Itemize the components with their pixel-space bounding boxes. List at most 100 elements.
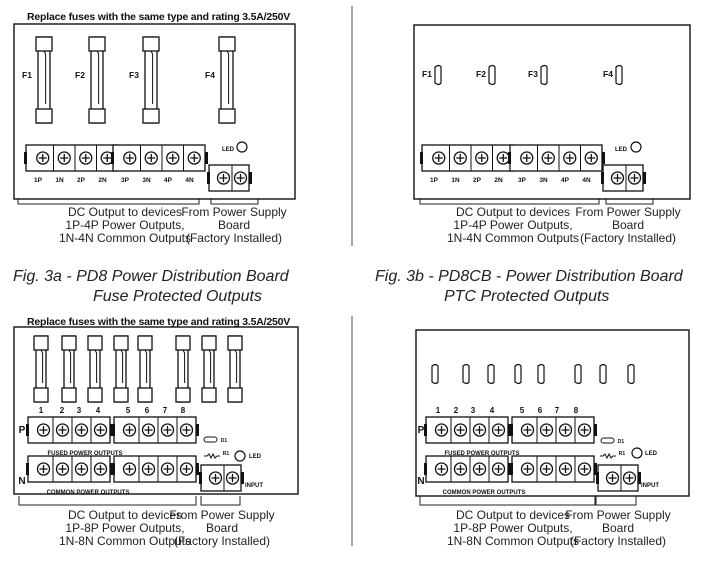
fuse-3: [87, 335, 103, 403]
fuse-6: [175, 335, 191, 403]
fuse-2: [88, 36, 106, 124]
block-ear-right: [110, 424, 113, 436]
ptc-3: [487, 363, 495, 385]
fuse-cap-top: [113, 335, 129, 351]
fuse-label: F1: [22, 70, 32, 80]
output-number: 1: [436, 406, 441, 415]
output-number: 7: [555, 406, 560, 415]
screw-slot: [437, 465, 446, 473]
output-number: 7: [163, 406, 168, 415]
fuse-filament: [94, 349, 98, 383]
led-indicator-d: [631, 447, 643, 459]
block-ear-left: [112, 424, 115, 436]
led-indicator-a: [236, 141, 248, 153]
fuse-3: [142, 36, 160, 124]
block-ear-left: [26, 463, 29, 475]
screw-slot: [542, 426, 551, 434]
ptc-3: [540, 64, 548, 86]
terminal-label: 4N: [582, 177, 591, 184]
terminal-block-b-left: [420, 144, 517, 172]
fuse-cap-bottom: [61, 387, 77, 403]
output-number: 6: [538, 406, 543, 415]
screw-slot: [211, 474, 220, 482]
terminal-label: 3N: [142, 177, 151, 184]
led-indicator-b: [630, 141, 642, 153]
fuse-cap-top: [142, 36, 160, 52]
screw-slot: [147, 154, 156, 162]
output-number: 3: [77, 406, 82, 415]
output-number: 5: [126, 406, 131, 415]
fuse-4: [113, 335, 129, 403]
ptc-6: [574, 363, 582, 385]
screw-slot: [39, 426, 48, 434]
diode-d1: [600, 437, 615, 444]
terminal-block-b-right: [508, 144, 605, 172]
terminal-label: 3P: [121, 177, 130, 184]
led-label: LED: [615, 147, 628, 153]
fuse-label: F4: [205, 70, 215, 80]
fused-block-c-left: [26, 416, 113, 444]
block-ear-right: [241, 472, 244, 484]
screw-slot: [81, 154, 90, 162]
screw-slot: [125, 426, 134, 434]
screw-slot: [625, 474, 634, 482]
block-ear-left: [424, 463, 427, 475]
board-c-outline: [13, 326, 299, 495]
panel-b-source-bracket: [605, 198, 654, 205]
ptc-label: F1: [422, 69, 432, 79]
resistor-r1: [204, 452, 220, 460]
input-terminal-a: [207, 164, 252, 192]
input-terminal-c: [199, 464, 244, 492]
panel-d-source-bracket: [595, 496, 637, 506]
screw-slot: [494, 426, 503, 434]
terminal-label: 4P: [164, 177, 173, 184]
r1-label: R1: [619, 451, 626, 457]
ptc-1: [431, 363, 439, 385]
row-n-label: N: [417, 476, 424, 487]
fuse-filament: [182, 349, 186, 383]
terminal-label: 2P: [473, 177, 482, 184]
fuse-filament: [234, 349, 238, 383]
ptc-4: [615, 64, 623, 86]
block-ear-left: [424, 424, 427, 436]
common-outputs-label: COMMON POWER OUTPUTS: [47, 490, 130, 496]
screw-slot: [96, 426, 105, 434]
screw-slot: [542, 465, 551, 473]
output-number: 5: [520, 406, 525, 415]
fuse-cap-bottom: [113, 387, 129, 403]
screw-slot: [613, 174, 622, 182]
screw-slot: [182, 426, 191, 434]
fuse-cap-top: [137, 335, 153, 351]
ptc-5: [537, 363, 545, 385]
panel-a-output-bracket: [17, 198, 200, 205]
ptc-1: [434, 64, 442, 86]
block-ear-right: [249, 172, 252, 184]
block-ear-right: [643, 172, 646, 184]
row-n-label: N: [18, 476, 25, 487]
ptc-label: F2: [476, 69, 486, 79]
block-ear-left: [24, 152, 27, 164]
input-terminal-d: [596, 464, 641, 492]
panel-c-source-bracket: [200, 496, 241, 506]
terminal-label: 1N: [55, 177, 64, 184]
output-number: 8: [574, 406, 579, 415]
fuse-cap-bottom: [87, 387, 103, 403]
fuse-5: [137, 335, 153, 403]
panel-d-output-bracket: [419, 496, 596, 506]
fuse-cap-bottom: [175, 387, 191, 403]
output-number: 2: [60, 406, 65, 415]
fuse-filament: [43, 50, 47, 104]
row-p-label: P: [19, 425, 26, 436]
screw-slot: [522, 154, 531, 162]
fuse-cap-bottom: [218, 108, 236, 124]
fig3a-title: Fig. 3a - PD8 Power Distribution Board: [13, 268, 289, 285]
ptc-2: [488, 64, 496, 86]
row-p-label: P: [418, 425, 425, 436]
screw-slot: [561, 465, 570, 473]
fuse-label: F3: [129, 70, 139, 80]
block-ear-left: [207, 172, 210, 184]
block-ear-left: [111, 152, 114, 164]
fuse-cap-bottom: [137, 387, 153, 403]
